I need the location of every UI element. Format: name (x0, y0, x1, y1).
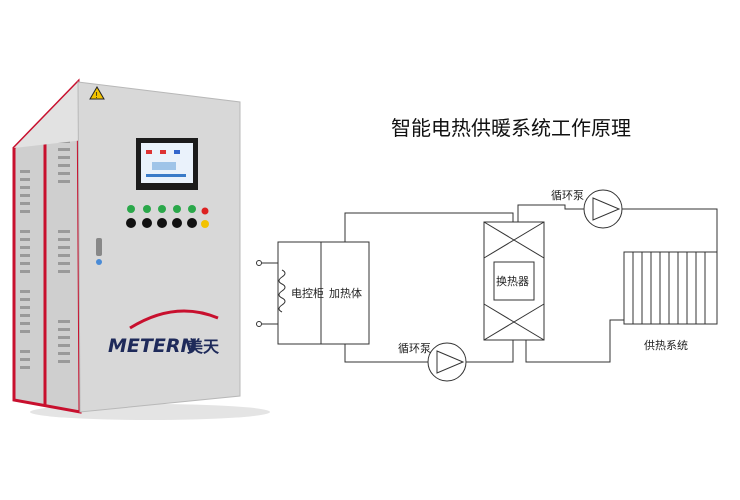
brand-logo-cn: 美天 (187, 337, 220, 356)
hx-diag-4 (483, 303, 545, 341)
label-heat-exchanger: 换热器 (496, 274, 529, 288)
indicator-lights (127, 205, 209, 215)
warning-mark: ! (95, 91, 98, 100)
screen-icons (146, 150, 186, 177)
coil-symbol (278, 269, 286, 313)
hx-label-box (493, 261, 535, 301)
pump-bottom (427, 342, 467, 382)
terminal-bottom (256, 321, 262, 327)
door-handle (96, 238, 102, 256)
label-pump-bottom: 循环泵 (398, 342, 431, 355)
label-pump-top: 循环泵 (551, 189, 584, 202)
key-lock (96, 259, 102, 265)
pipe-heater-bottom (344, 344, 428, 363)
pipe-heater-top (344, 212, 514, 242)
heat-exchanger-box (483, 221, 545, 341)
logo-swoosh (129, 309, 219, 330)
pump-top (583, 189, 623, 229)
electric-cabinet: ! (12, 78, 270, 420)
warning-icon (89, 86, 105, 100)
label-control-cabinet: 电控柜 (291, 286, 324, 300)
pipe-exchanger-top (517, 204, 584, 222)
hx-diag-2 (483, 221, 545, 259)
diagram-title: 智能电热供暖系统工作原理 (391, 116, 631, 140)
cabinet-front (77, 81, 241, 413)
radiator-box (623, 251, 718, 325)
pump-top-arrow (592, 197, 621, 221)
side-vents (20, 140, 70, 369)
selector-switches (126, 218, 209, 228)
schematic (256, 189, 718, 382)
power-line-bottom (262, 323, 321, 345)
label-heating-system: 供热系统 (644, 338, 688, 352)
pipe-pump-exchanger (466, 340, 514, 363)
pipe-pump-system (622, 208, 718, 235)
terminal-top (256, 260, 262, 266)
brand-logo: METERN (108, 335, 196, 357)
label-heater: 加热体 (329, 286, 362, 300)
pump-bottom-arrow (436, 350, 465, 374)
pipe-system-return (525, 319, 624, 363)
power-line-top (262, 241, 321, 264)
